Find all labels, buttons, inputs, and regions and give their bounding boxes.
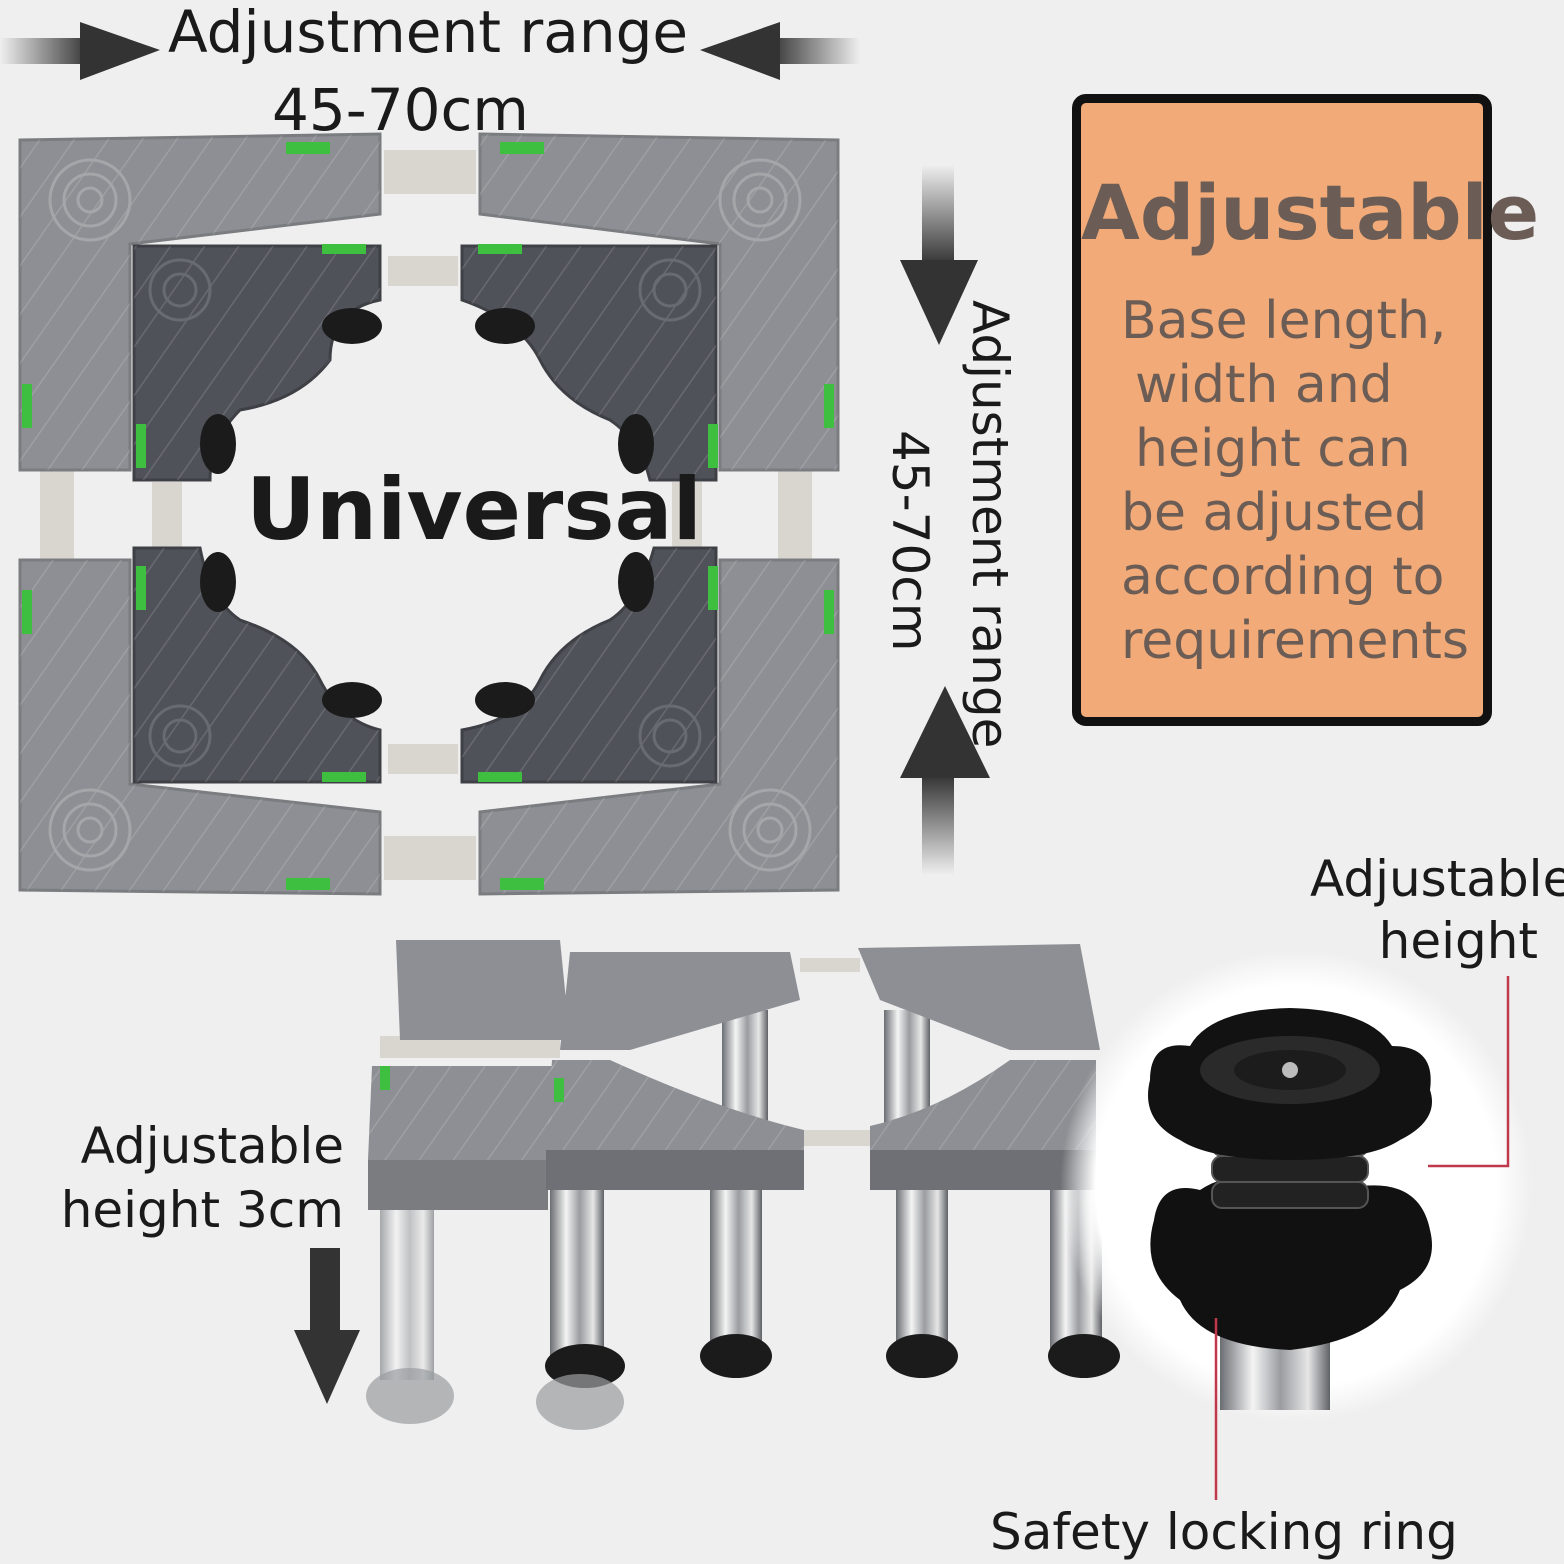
callout-lines <box>1214 976 1510 1500</box>
info-card-body: Base length, width and height can be adj… <box>1121 289 1469 673</box>
safety-locking-ring-callout: Safety locking ring <box>990 1503 1458 1561</box>
info-card: Adjustable Base length, width and height… <box>1072 94 1540 726</box>
side-top-arrow <box>900 165 978 345</box>
base-perspective-view <box>366 940 1120 1430</box>
callout-line-1: Adjustable <box>80 1117 344 1175</box>
foot-closeup <box>1060 950 1532 1422</box>
side-range-value: 45-70cm <box>881 430 939 652</box>
top-left-arrow <box>0 22 160 80</box>
callout-line-1: Adjustable <box>1310 850 1564 908</box>
top-range-value: 45-70cm <box>272 76 529 144</box>
adjustable-height-callout: Adjustable height <box>1310 848 1564 972</box>
info-line: according to <box>1121 547 1445 607</box>
info-card-title: Adjustable <box>1081 168 1540 257</box>
universal-label: Universal <box>246 460 703 560</box>
info-line: requirements <box>1121 611 1469 671</box>
top-range-label: Adjustment range <box>168 0 689 66</box>
info-line: height can <box>1135 419 1411 479</box>
info-line: width and <box>1135 355 1393 415</box>
info-line: be adjusted <box>1121 483 1428 543</box>
height-down-arrow <box>294 1248 360 1404</box>
callout-line-2: height 3cm <box>60 1181 344 1239</box>
base-top-view <box>18 132 840 896</box>
adjustable-height-3cm-callout: Adjustable height 3cm <box>60 1114 344 1242</box>
side-bottom-arrow <box>900 686 990 875</box>
info-line: Base length, <box>1121 291 1447 351</box>
side-range-label: Adjustment range <box>961 300 1019 749</box>
top-right-arrow <box>700 22 860 80</box>
callout-line-2: height <box>1378 912 1538 970</box>
